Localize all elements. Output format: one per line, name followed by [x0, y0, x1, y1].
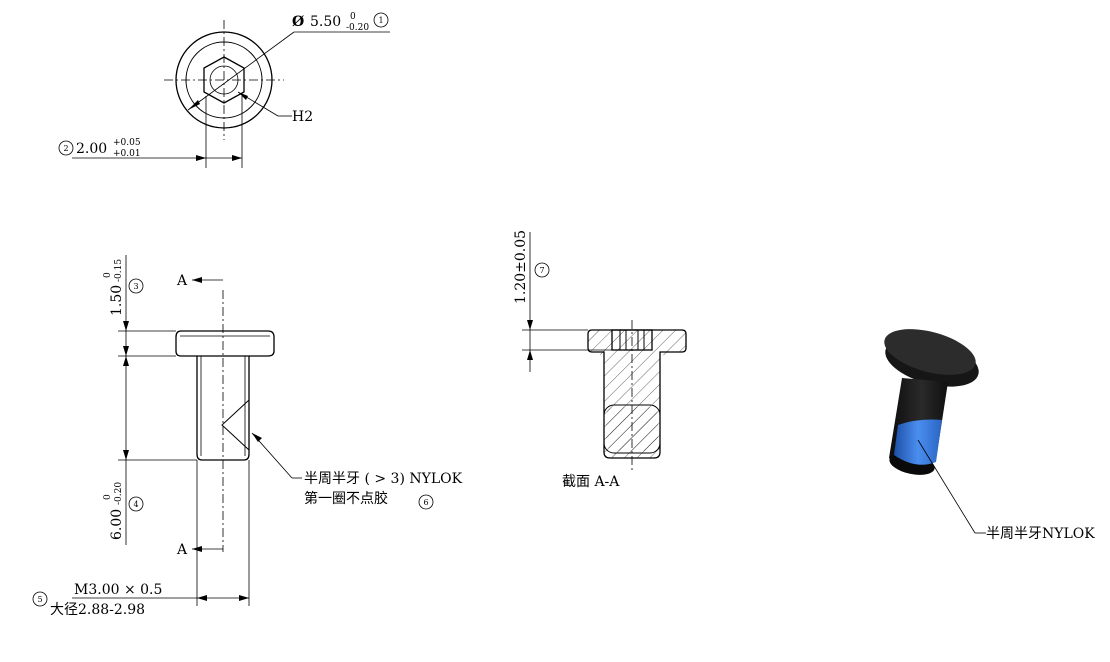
width-tol-lower: +0.01 [113, 149, 141, 159]
section-caption: 截面 A-A [562, 474, 620, 490]
section-letter-bottom: A [176, 542, 188, 558]
balloon-5 [32, 591, 48, 607]
screw-head [175, 330, 275, 357]
thread-spec-line1: M3.00 × 0.5 [74, 582, 162, 598]
svg-text:4: 4 [133, 500, 138, 509]
svg-text:2: 2 [63, 144, 68, 153]
thread-note-line2: 第一圈不点胶 [304, 490, 388, 507]
width-tol-upper: +0.05 [113, 138, 141, 148]
balloon-7 [534, 262, 550, 278]
diameter-tol-upper: 0 [350, 12, 356, 22]
diameter-tol-lower: -0.20 [346, 23, 369, 33]
side-view: A A 1.50 0 -0.15 3 6.00 0 -0.20 4 半周半牙 (… [32, 255, 463, 618]
section-outline [587, 329, 687, 459]
nylok-label: 半周半牙NYLOK [986, 526, 1095, 542]
svg-text:1: 1 [378, 16, 383, 25]
diameter-value: 5.50 [310, 14, 341, 30]
svg-text:3: 3 [133, 282, 138, 291]
shank-length-value: 6.00 [109, 509, 125, 540]
balloon-4 [128, 496, 144, 512]
svg-text:6: 6 [423, 498, 428, 507]
shank-length-tol-lower: -0.20 [114, 482, 124, 505]
head-height-tol-lower: -0.15 [114, 259, 124, 282]
head-height-value: 1.50 [109, 285, 125, 316]
hex-label: H2 [292, 109, 313, 125]
width-value: 2.00 [76, 141, 107, 157]
shank-length-tol-upper: 0 [103, 494, 113, 500]
iso-view: 半周半牙NYLOK [884, 329, 1095, 542]
iso-head-top [884, 329, 976, 375]
balloon-3 [128, 278, 144, 294]
thread-spec-line2: 大径2.88-2.98 [50, 602, 145, 618]
balloon-6 [418, 494, 434, 510]
top-view: Ø 5.50 0 -0.20 1 H2 2 2.00 +0.05 +0.01 [58, 12, 390, 168]
balloon-1 [373, 12, 389, 28]
diameter-symbol: Ø [292, 14, 304, 30]
head-height-tol-upper: 0 [103, 272, 113, 278]
svg-text:7: 7 [539, 266, 544, 275]
section-letter-top: A [176, 273, 188, 289]
section-view: 1.20±0.05 7 截面 A-A [513, 230, 687, 490]
svg-text:5: 5 [37, 595, 42, 604]
thread-note-line1: 半周半牙 ( > 3) NYLOK [304, 471, 463, 487]
balloon-2 [58, 140, 74, 156]
iso-nylok-patch [894, 419, 942, 465]
depth-value: 1.20±0.05 [513, 230, 529, 304]
hex-socket [203, 56, 245, 104]
